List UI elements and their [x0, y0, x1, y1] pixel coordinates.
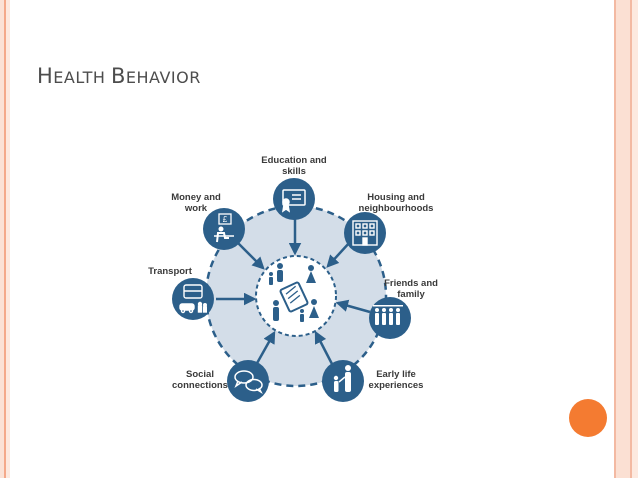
- node-transport: Transport: [148, 266, 214, 320]
- svg-text:connections: connections: [172, 380, 228, 391]
- svg-text:Housing and: Housing and: [367, 192, 425, 203]
- arrow-friends: [335, 299, 371, 314]
- node-housing: Housing and neighbourhoods: [344, 192, 433, 254]
- node-money: £ Money and work: [171, 192, 245, 250]
- svg-text:skills: skills: [282, 166, 306, 177]
- person-at-desk-icon: £: [214, 213, 234, 243]
- family-with-document-icon: [269, 263, 319, 322]
- certificate-icon: [281, 189, 306, 213]
- svg-text:Education and: Education and: [261, 155, 327, 166]
- right-border-decoration: [608, 0, 638, 478]
- svg-text:work: work: [184, 203, 208, 214]
- svg-text:Early life: Early life: [376, 369, 416, 380]
- decorative-orange-circle: [569, 399, 607, 437]
- svg-text:Transport: Transport: [148, 266, 193, 277]
- svg-text:Money and: Money and: [171, 192, 221, 203]
- node-friends: Friends and family: [369, 278, 438, 339]
- arrow-social: [254, 330, 276, 366]
- node-early-life: Early life experiences: [322, 360, 423, 402]
- svg-text:experiences: experiences: [369, 380, 424, 391]
- svg-text:£: £: [223, 215, 228, 224]
- arrow-money: [237, 242, 265, 270]
- building-icon: [352, 220, 378, 246]
- group-people-icon: [373, 305, 403, 325]
- arrow-housing: [326, 241, 351, 268]
- svg-text:family: family: [397, 289, 425, 300]
- arrows: [216, 219, 371, 366]
- bus-car-icon: [179, 284, 207, 314]
- left-border-decoration: [0, 0, 10, 478]
- svg-text:Social: Social: [186, 369, 214, 380]
- slide-title: HEALTH BEHAVIOR: [37, 64, 201, 88]
- svg-text:neighbourhoods: neighbourhoods: [359, 203, 434, 214]
- parent-child-icon: [333, 365, 351, 392]
- svg-text:Friends and: Friends and: [384, 278, 438, 289]
- node-social: Social connections: [172, 360, 269, 402]
- node-education: Education and skills: [261, 155, 327, 220]
- arrow-early-life: [314, 330, 334, 365]
- speech-bubbles-icon: [234, 370, 263, 394]
